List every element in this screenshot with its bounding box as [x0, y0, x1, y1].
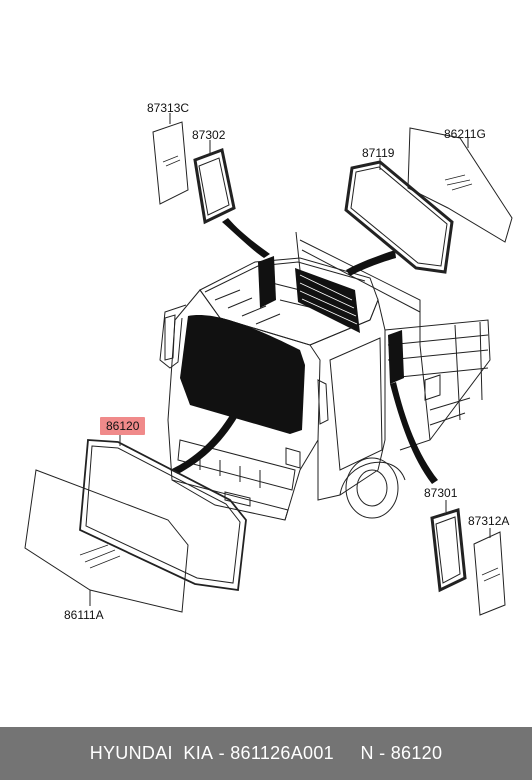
callout-87119: 87119 [362, 146, 395, 160]
roof-window-rear [295, 268, 360, 333]
part-87301-frame [430, 508, 467, 593]
roof-window-left [258, 256, 276, 308]
brand-label: HYUNDAI KIA [89, 743, 214, 763]
part-86111a-glass [24, 469, 189, 613]
door-window [388, 330, 404, 384]
part-87313c-glass [152, 121, 189, 205]
callout-87312a: 87312A [468, 514, 510, 528]
separator: - [373, 743, 391, 763]
callout-87302: 87302 [192, 128, 226, 142]
part-86211g-glass [407, 127, 513, 243]
part-87312a-glass [473, 531, 506, 616]
callout-87313c: 87313C [147, 101, 190, 115]
part-86120-weatherstrip [79, 439, 247, 592]
parts-diagram [24, 113, 513, 616]
part-87302-frame [193, 147, 236, 225]
part-number: 861126A001 [230, 743, 334, 763]
n-value: 86120 [390, 743, 443, 763]
part-87119-frame [344, 160, 454, 274]
separator: - [213, 743, 231, 763]
leader-87302 [222, 218, 270, 258]
windshield-glass [180, 315, 305, 434]
leader-87301 [390, 382, 438, 484]
callout-86111a: 86111A [64, 608, 104, 622]
callout-87301: 87301 [424, 486, 458, 500]
leader-87119 [346, 250, 396, 276]
leader-86120 [170, 412, 238, 474]
callout-86211g: 86211G [444, 127, 486, 141]
n-label: N [360, 743, 374, 763]
callout-86120: 86120 [100, 417, 146, 435]
cargo-bed [295, 231, 491, 451]
part-info-footer: HYUNDAI KIA - 861126A001 N - 86120 [0, 727, 532, 780]
spacer [334, 743, 361, 764]
